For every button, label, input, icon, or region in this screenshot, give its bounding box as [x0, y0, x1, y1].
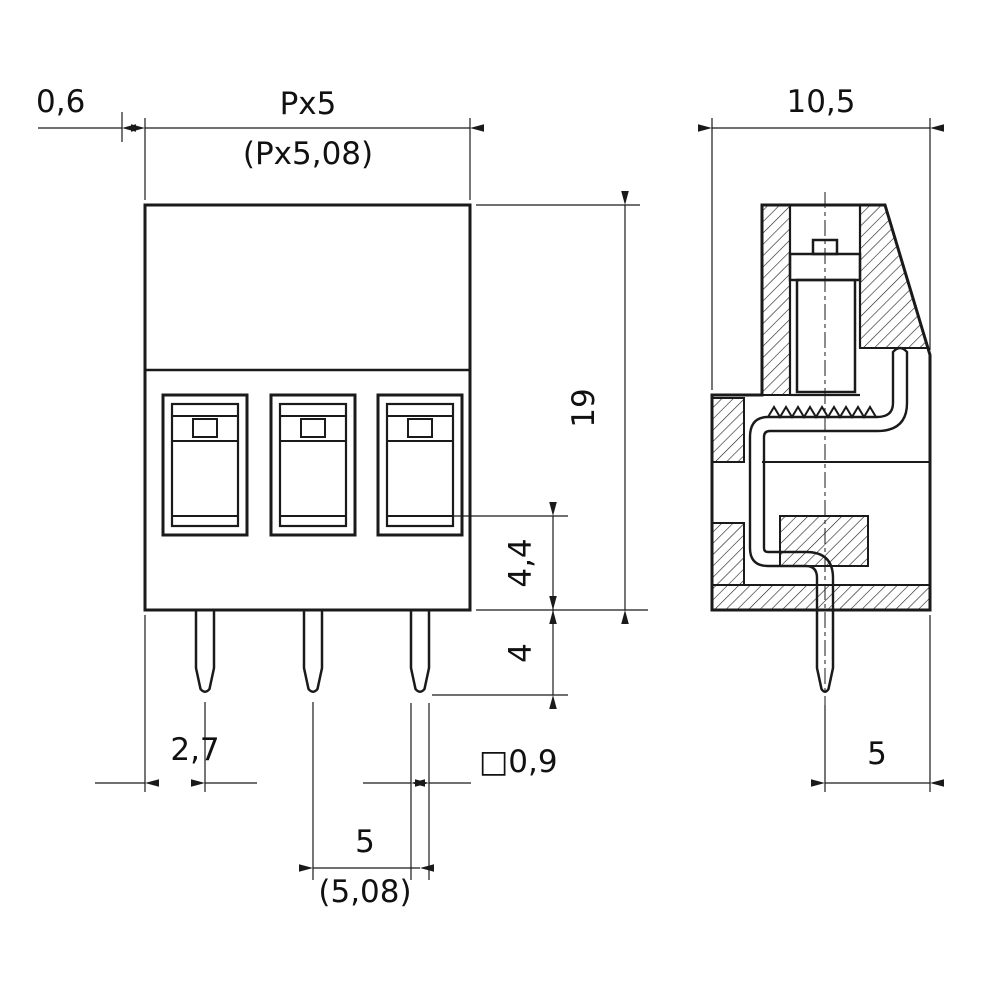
window-inner-frame: [278, 402, 348, 528]
dim-label-pitch-alt: (5,08): [318, 874, 411, 910]
front-view: [143, 203, 472, 693]
terminal-window-3: [376, 393, 464, 537]
side-dimensions: [698, 118, 944, 792]
dim-label-pin-to-edge: 5: [867, 736, 887, 772]
clamp-screw-box: [300, 418, 326, 438]
terminal-window-2: [269, 393, 357, 537]
dim-label-pin-square: □0,9: [479, 744, 558, 780]
window-outer-frame: [161, 393, 249, 537]
dim-label-depth: 10,5: [786, 84, 855, 120]
terminal-window-1: [161, 393, 249, 537]
front-pin-2: [302, 610, 324, 693]
clamp-screw-box: [407, 418, 433, 438]
dim-label-width: Px5: [280, 86, 337, 122]
dim-label-pin-length: 4: [503, 643, 539, 663]
side-left-wall-hatch: [761, 204, 791, 396]
side-entry-wall-upper-hatch: [711, 397, 745, 463]
screw-shank: [795, 278, 857, 394]
dim-label-width-alt: (Px5,08): [243, 136, 373, 172]
dim-label-pitch: 5: [355, 824, 375, 860]
window-outer-frame: [376, 393, 464, 537]
front-pin-3: [409, 610, 431, 693]
clamp-strap: [748, 346, 909, 612]
side-view: [710, 192, 932, 705]
window-outer-frame: [269, 393, 357, 537]
dim-label-offset: 0,6: [36, 84, 85, 120]
front-dimensions: [38, 112, 648, 880]
dim-label-height: 19: [566, 388, 602, 427]
dim-label-lower-body: 4,4: [503, 538, 539, 587]
side-entry-wall-lower-hatch: [711, 522, 745, 586]
dim-label-edge-to-pin: 2,7: [170, 732, 219, 768]
wire-protector-serration: [767, 405, 877, 419]
window-inner-frame: [385, 402, 455, 528]
window-inner-frame: [170, 402, 240, 528]
side-right-wall-hatch: [859, 204, 930, 349]
front-pin-1: [194, 610, 216, 693]
front-body-outline: [143, 203, 472, 612]
dimension-labels: 0,6 Px5 (Px5,08) 19 4,4 4 2,7 □0,9 5 (5,…: [36, 84, 887, 910]
side-center-block-hatch: [779, 515, 869, 567]
clamp-screw-box: [192, 418, 218, 438]
side-base-hatch: [711, 584, 931, 611]
